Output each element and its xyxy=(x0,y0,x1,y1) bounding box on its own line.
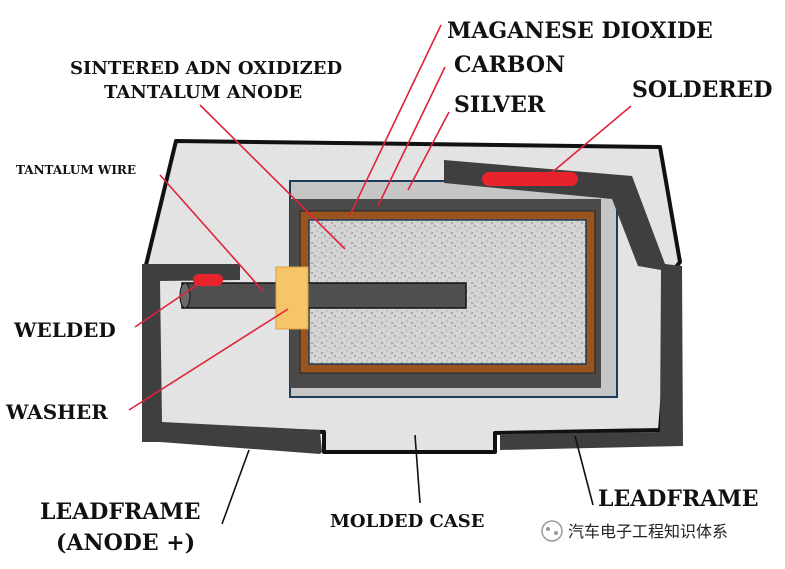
leader-anode xyxy=(199,104,346,250)
leader-soldered xyxy=(542,105,632,181)
tantalum-wire xyxy=(181,282,467,309)
washer xyxy=(275,266,309,330)
watermark-icon xyxy=(541,520,563,542)
solder-spot xyxy=(482,172,578,186)
tantalum-wire-end xyxy=(179,282,191,309)
watermark-icon-dot2 xyxy=(554,531,558,535)
label-soldered: SOLDERED xyxy=(632,77,773,103)
leader-carbon xyxy=(377,66,446,207)
label-leadframe-anode-line1: LEADFRAME xyxy=(40,499,200,525)
weld-spot xyxy=(193,274,223,286)
leader-welded xyxy=(134,284,198,328)
label-anode-line1: SINTERED ADN OXIDIZED xyxy=(70,58,342,79)
label-manganese-dioxide: MAGANESE DIOXIDE xyxy=(447,18,713,44)
leader-leadframe-anode xyxy=(221,449,250,525)
label-leadframe-right: LEADFRAME xyxy=(598,486,758,512)
leader-lines xyxy=(128,24,632,411)
leader-molded-case xyxy=(414,434,421,504)
leader-manganese xyxy=(349,24,442,216)
watermark-icon-dot xyxy=(546,527,550,531)
watermark-text: 汽车电子工程知识体系 xyxy=(568,522,728,541)
label-leadframe-anode-line2: (ANODE +) xyxy=(56,530,195,556)
leader-washer xyxy=(128,308,289,411)
watermark: 汽车电子工程知识体系 xyxy=(541,520,728,542)
leader-tantalum-wire xyxy=(159,174,264,292)
label-anode-line2: TANTALUM ANODE xyxy=(104,82,302,103)
label-welded: WELDED xyxy=(13,318,116,342)
leader-silver xyxy=(407,111,450,191)
black-leader-lines xyxy=(221,434,594,525)
label-carbon: CARBON xyxy=(454,52,565,78)
leader-leadframe-right xyxy=(574,435,594,506)
label-molded-case: MOLDED CASE xyxy=(330,511,484,532)
label-tantalum-wire: TANTALUM WIRE xyxy=(16,163,136,177)
label-silver: SILVER xyxy=(454,92,546,118)
leadframe-anode xyxy=(142,264,322,454)
label-washer: WASHER xyxy=(5,400,108,424)
